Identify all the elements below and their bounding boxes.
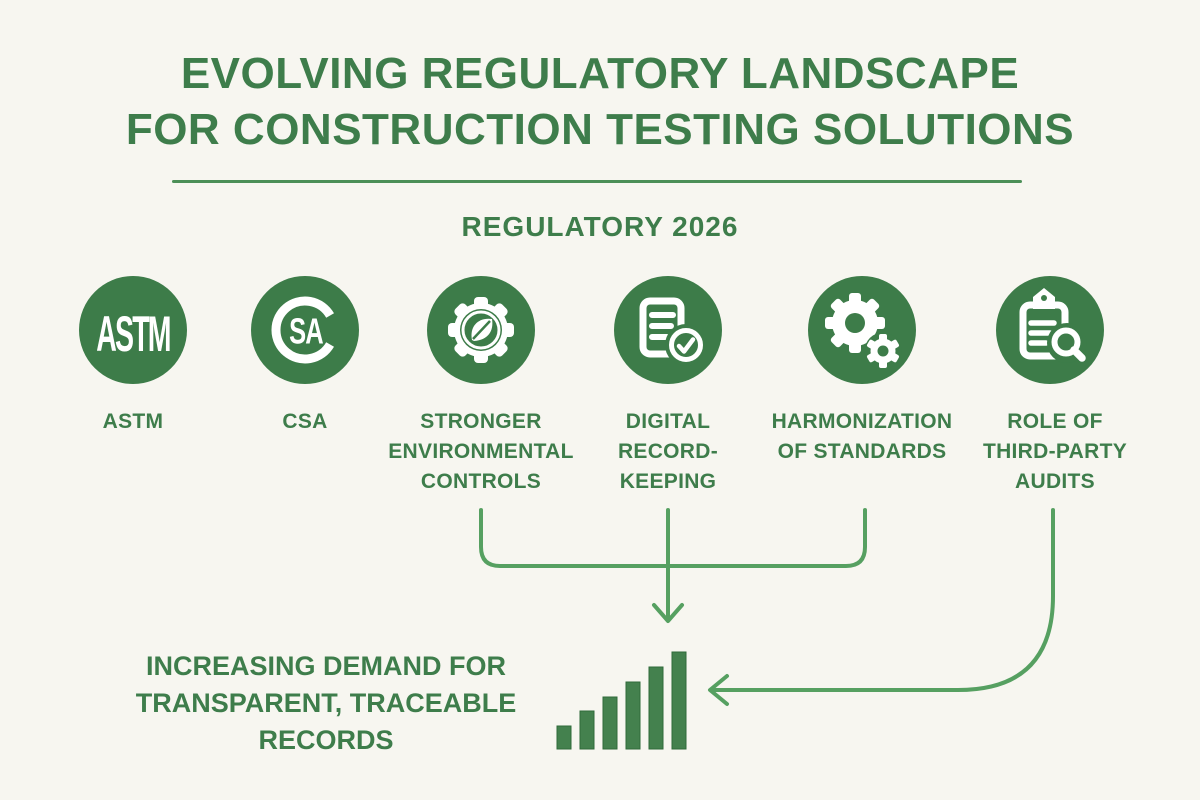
bracket-connector: [479, 508, 867, 568]
gear-leaf-icon: [427, 276, 535, 384]
outcome-text: INCREASING DEMAND FOR TRANSPARENT, TRACE…: [135, 651, 517, 755]
double-gear-icon: [808, 276, 916, 384]
subtitle: REGULATORY 2026: [461, 211, 739, 242]
page-title: EVOLVING REGULATORY LANDSCAPE FOR CONSTR…: [0, 46, 1200, 158]
label-harmonization-of-standards: HARMONIZATION OF STANDARDS: [771, 410, 953, 463]
label-csa: CSA: [282, 410, 328, 433]
astm-monogram-icon: ASTM: [79, 276, 187, 384]
page-title-line1: EVOLVING REGULATORY LANDSCAPE: [180, 49, 1020, 98]
label-astm: ASTM: [102, 410, 164, 433]
curved-connector: [711, 508, 1055, 692]
label-environmental-controls: STRONGER ENVIRONMENTAL CONTROLS: [388, 410, 574, 493]
label-digital-record-keeping: DIGITAL RECORD- KEEPING: [617, 410, 719, 493]
page-title-line2: FOR CONSTRUCTION TESTING SOLUTIONS: [125, 105, 1075, 154]
label-third-party-audits: ROLE OF THIRD-PARTY AUDITS: [982, 410, 1128, 493]
csa-monogram-icon: SA: [251, 276, 359, 384]
rising-bar-chart: [556, 651, 687, 750]
left-arrow-head: [708, 674, 729, 706]
document-check-icon: [614, 276, 722, 384]
down-arrow-head: [652, 603, 684, 623]
svg-text:ASTM: ASTM: [96, 305, 170, 362]
clipboard-magnifier-icon: [996, 276, 1104, 384]
title-divider: [172, 180, 1022, 183]
svg-text:SA: SA: [289, 311, 323, 351]
